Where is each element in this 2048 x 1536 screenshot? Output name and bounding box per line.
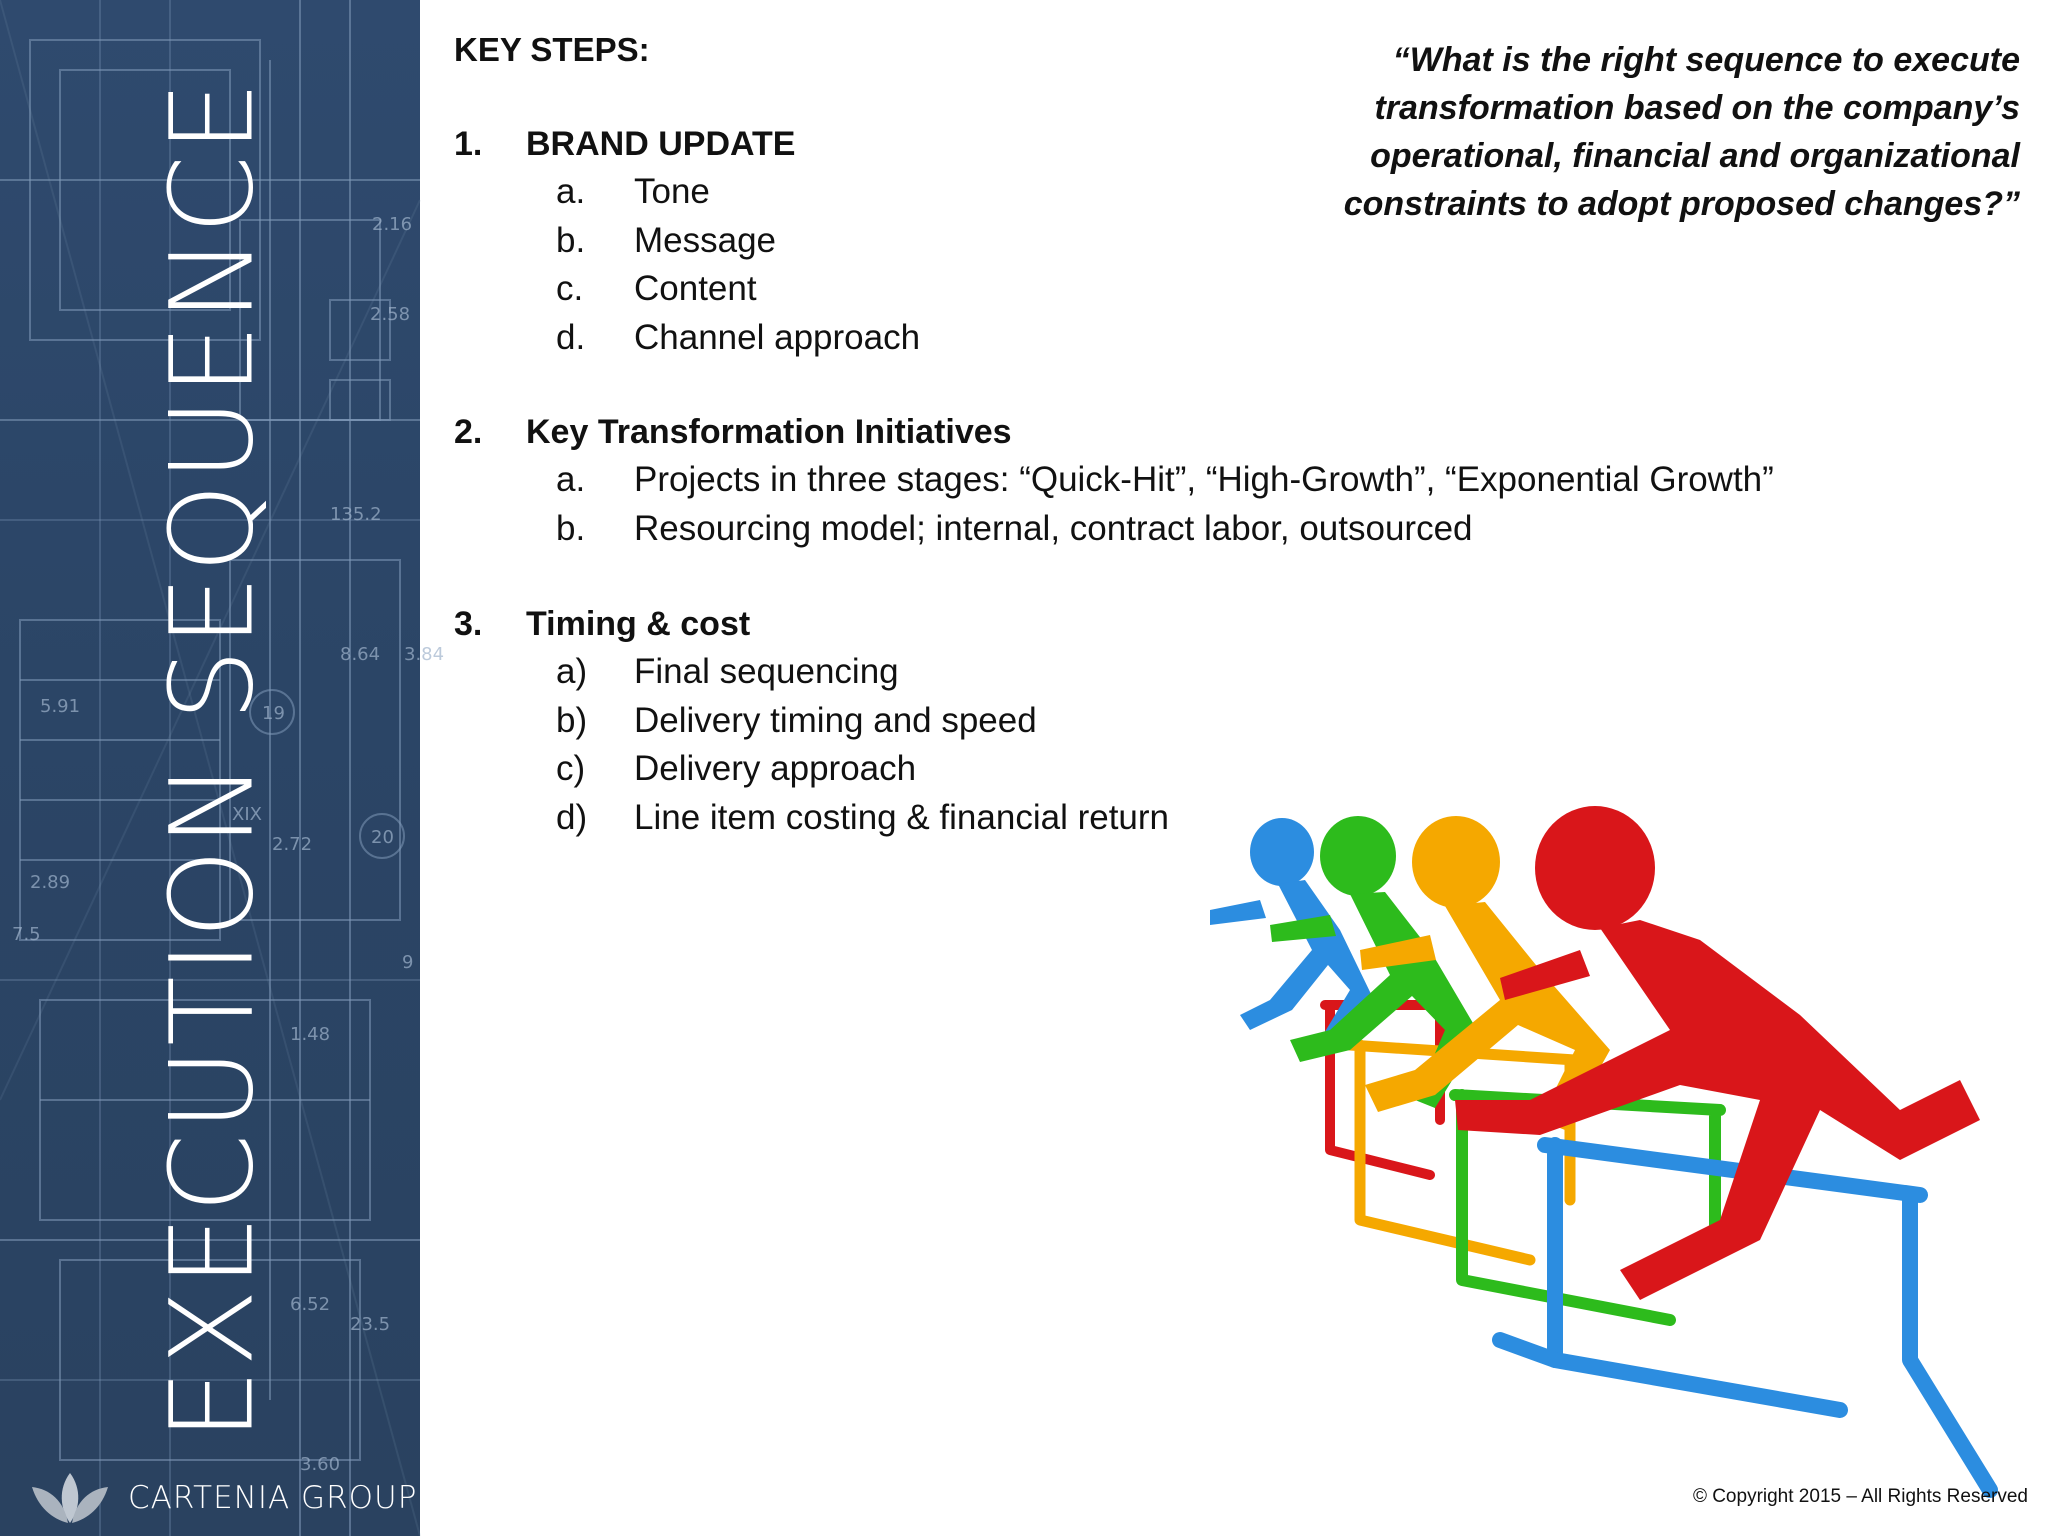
- step-brand-update: 1. BRAND UPDATE a. Tone b. Message c. Conte…: [454, 120, 920, 362]
- blueprint-label: 2.89: [30, 872, 70, 893]
- list-item: c) Delivery approach: [454, 745, 1169, 794]
- step-number: 2.: [454, 413, 483, 451]
- blueprint-label: 19: [262, 703, 285, 724]
- list-marker: c): [556, 749, 586, 788]
- blueprint-label: 8.64: [340, 644, 380, 665]
- list-marker: c.: [556, 269, 584, 308]
- list-item-text: Projects in three stages: “Quick-Hit”, “…: [634, 460, 1774, 499]
- brand-name: CARTENIA GROUP: [128, 1480, 418, 1516]
- list-item: b. Message: [454, 217, 920, 266]
- list-item: a) Final sequencing: [454, 648, 1169, 697]
- blueprint-label: 2.58: [370, 304, 410, 325]
- blueprint-label: 23.5: [350, 1314, 390, 1335]
- list-marker: b.: [556, 220, 586, 260]
- blueprint-label: 5.91: [40, 696, 80, 717]
- list-marker: b): [556, 700, 588, 740]
- step-title: BRAND UPDATE: [526, 125, 796, 163]
- step-title: Timing & cost: [526, 605, 751, 643]
- list-marker: a.: [556, 172, 586, 211]
- blueprint-label: 1.48: [290, 1024, 330, 1045]
- step-number: 3.: [454, 605, 483, 643]
- blueprint-label: 135.2: [330, 504, 382, 525]
- lotus-leaves-icon: [32, 1473, 108, 1523]
- list-item: b. Resourcing model; internal, contract l…: [454, 505, 1774, 554]
- step-key-transformation-initiatives: 2. Key Transformation Initiatives a. Proj…: [454, 408, 1774, 553]
- step-number: 1.: [454, 125, 483, 163]
- blueprint-label: 7.5: [12, 924, 41, 945]
- list-item-text: Delivery timing and speed: [634, 700, 1037, 740]
- step-title: Key Transformation Initiatives: [526, 413, 1012, 451]
- blueprint-label: 2.72: [272, 834, 312, 855]
- list-marker: d.: [556, 317, 586, 357]
- key-steps-heading: KEY STEPS:: [454, 31, 650, 68]
- blueprint-label: XIX: [232, 804, 262, 825]
- list-marker: a.: [556, 460, 586, 499]
- hurdle-runners-illustration: [1210, 806, 1998, 1498]
- list-item-text: Channel approach: [634, 317, 921, 357]
- list-item-text: Final sequencing: [634, 652, 899, 691]
- list-marker: a): [556, 652, 588, 691]
- list-item-text: Line item costing & financial return: [634, 797, 1169, 837]
- list-item-text: Tone: [634, 172, 710, 211]
- list-item: b) Delivery timing and speed: [454, 697, 1169, 746]
- list-item-text: Delivery approach: [634, 749, 917, 788]
- blueprint-label: 3.60: [300, 1454, 340, 1475]
- main-content: KEY STEPS: 1. BRAND UPDATE a. Tone b. Mess…: [454, 28, 1954, 837]
- list-item: a. Projects in three stages: “Quick-Hit”,…: [454, 456, 1774, 505]
- list-item: d. Channel approach: [454, 314, 920, 363]
- blueprint-label: 2.16: [372, 214, 412, 235]
- blueprint-background: 135.2 5.91 2.89 7.5 8.64 3.84 2.72 1.48 …: [0, 0, 444, 1536]
- list-item: a. Tone: [454, 168, 920, 217]
- blueprint-label: 20: [371, 827, 394, 848]
- copyright-notice: © Copyright 2015 – All Rights Reserved: [1692, 1486, 2028, 1507]
- blueprint-label: 6.52: [290, 1294, 330, 1315]
- sidebar-title: EXECUTION SEQUENCE: [145, 78, 279, 1442]
- step-timing-and-cost: 3. Timing & cost a) Final sequencing b) De…: [454, 600, 1169, 842]
- sidebar-panel: 135.2 5.91 2.89 7.5 8.64 3.84 2.72 1.48 …: [0, 0, 444, 1536]
- list-item-text: Content: [634, 269, 757, 308]
- list-item: d) Line item costing & financial return: [454, 794, 1169, 843]
- list-marker: b.: [556, 508, 586, 548]
- guiding-question-quote: “What is the right sequence to execute t…: [1343, 41, 2020, 223]
- list-item-text: Message: [634, 220, 777, 260]
- blueprint-label: 9: [402, 952, 413, 973]
- list-item: c. Content: [454, 265, 920, 314]
- brand-logo-block: CARTENIA GROUP: [30, 1468, 417, 1528]
- list-marker: d): [556, 797, 588, 837]
- blueprint-label: 3.84: [404, 644, 444, 665]
- list-item-text: Resourcing model; internal, contract lab…: [634, 508, 1473, 548]
